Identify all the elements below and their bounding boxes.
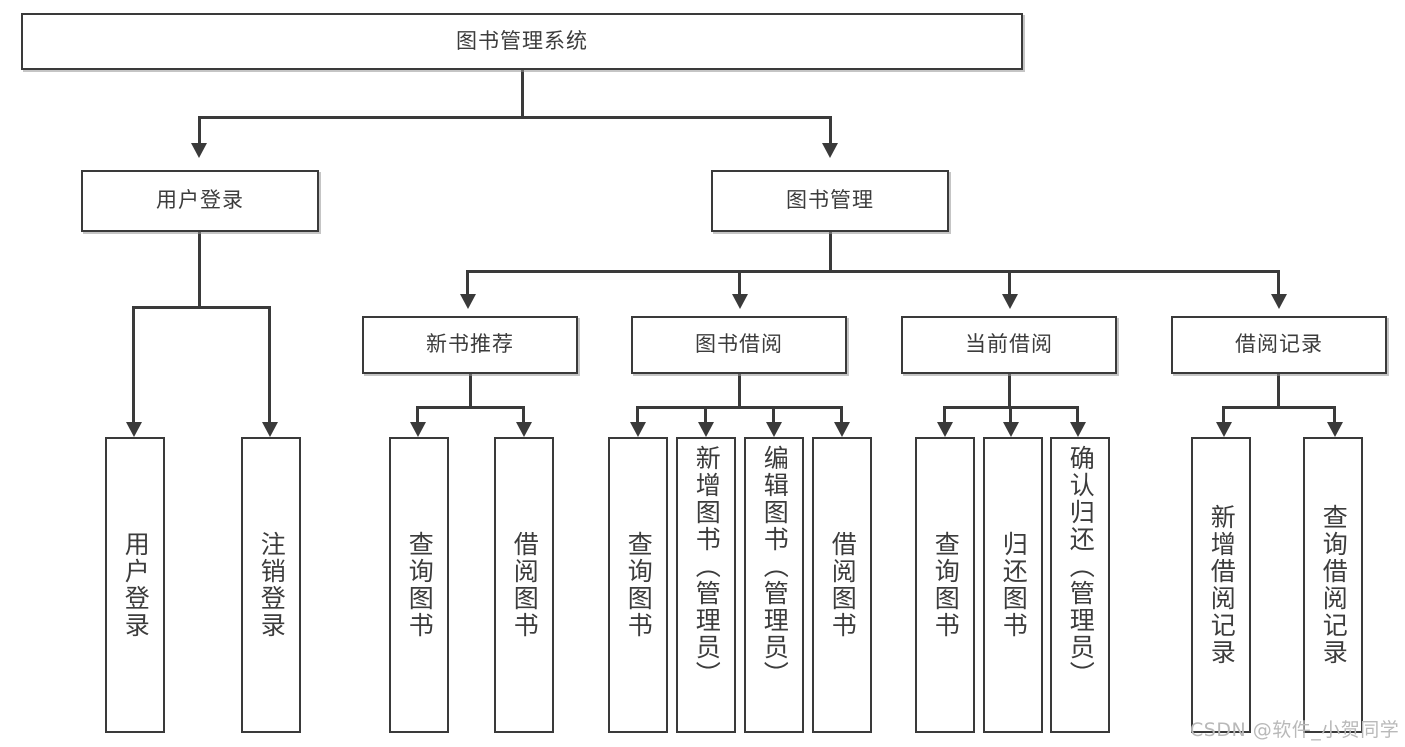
arrowhead-current-leaf-0 xyxy=(937,422,953,437)
connector-new-book-leaf-1 xyxy=(522,406,525,428)
arrowhead-borrow-leaf-1 xyxy=(698,422,714,437)
connector-records-stem xyxy=(1277,374,1280,408)
arrowhead-records-leaf-0 xyxy=(1216,422,1232,437)
leaf-borrow-1[interactable]: 新增图书（管理员） xyxy=(676,437,736,733)
arrowhead-records xyxy=(1271,294,1287,309)
arrowhead-current-leaf-1 xyxy=(1003,422,1019,437)
node-book-management[interactable]: 图书管理 xyxy=(711,170,949,232)
leaf-current-2[interactable]: 确认归还（管理员） xyxy=(1050,437,1110,733)
arrowhead-new-book-leaf-1 xyxy=(516,422,532,437)
connector-root-bus xyxy=(198,116,832,119)
connector-borrow-leaf-0 xyxy=(636,406,639,428)
connector-root-to-book-mgmt xyxy=(829,116,832,146)
arrowhead-current xyxy=(1002,294,1018,309)
connector-user-login-bus xyxy=(132,306,268,309)
connector-current-leaf-2 xyxy=(1076,406,1079,428)
node-root[interactable]: 图书管理系统 xyxy=(21,13,1023,70)
leaf-borrow-3-label: 借阅图书 xyxy=(828,531,858,639)
connector-book-mgmt-to-records xyxy=(1277,270,1280,297)
connector-new-book-stem xyxy=(469,374,472,408)
connector-user-login-leaf-0 xyxy=(132,306,135,428)
leaf-user-login-0-label: 用户登录 xyxy=(121,531,151,639)
leaf-records-1[interactable]: 查询借阅记录 xyxy=(1303,437,1363,733)
connector-current-leaf-1 xyxy=(1009,406,1012,428)
connector-book-mgmt-stem xyxy=(829,232,832,272)
connector-root-to-user-login xyxy=(198,116,201,146)
connector-borrow-leaf-1 xyxy=(704,406,707,428)
arrowhead-records-leaf-1 xyxy=(1327,422,1343,437)
connector-book-mgmt-bus xyxy=(466,270,1280,273)
connector-user-login-leaf-1 xyxy=(268,306,271,428)
arrowhead-borrow-leaf-2 xyxy=(766,422,782,437)
arrowhead-user-login xyxy=(191,143,207,158)
leaf-new-book-1[interactable]: 借阅图书 xyxy=(494,437,554,733)
connector-current-stem xyxy=(1008,374,1011,408)
connector-borrow-leaf-3 xyxy=(840,406,843,428)
connector-current-leaf-0 xyxy=(943,406,946,428)
connector-records-bus xyxy=(1222,406,1336,409)
node-book-borrow-label: 图书借阅 xyxy=(695,332,783,357)
leaf-user-login-1-label: 注销登录 xyxy=(257,531,287,639)
connector-borrow-stem xyxy=(738,374,741,408)
arrowhead-book-mgmt xyxy=(822,143,838,158)
leaf-user-login-0[interactable]: 用户登录 xyxy=(105,437,165,733)
connector-borrow-bus xyxy=(636,406,843,409)
arrowhead-current-leaf-2 xyxy=(1070,422,1086,437)
leaf-borrow-2[interactable]: 编辑图书（管理员） xyxy=(744,437,804,733)
leaf-current-1-label: 归还图书 xyxy=(999,531,1029,639)
leaf-borrow-2-label: 编辑图书（管理员） xyxy=(760,445,790,688)
arrowhead-new-book xyxy=(460,294,476,309)
node-user-login[interactable]: 用户登录 xyxy=(81,170,319,232)
node-book-borrow[interactable]: 图书借阅 xyxy=(631,316,847,374)
node-book-management-label: 图书管理 xyxy=(786,188,874,213)
leaf-current-0[interactable]: 查询图书 xyxy=(915,437,975,733)
node-user-login-label: 用户登录 xyxy=(156,188,244,213)
leaf-new-book-1-label: 借阅图书 xyxy=(510,531,540,639)
leaf-borrow-3[interactable]: 借阅图书 xyxy=(812,437,872,733)
leaf-new-book-0[interactable]: 查询图书 xyxy=(389,437,449,733)
connector-book-mgmt-to-borrow xyxy=(738,270,741,297)
connector-new-book-leaf-0 xyxy=(416,406,419,428)
leaf-current-1[interactable]: 归还图书 xyxy=(983,437,1043,733)
leaf-current-2-label: 确认归还（管理员） xyxy=(1066,445,1096,688)
arrowhead-borrow xyxy=(732,294,748,309)
arrowhead-user-login-leaf-0 xyxy=(126,422,142,437)
connector-new-book-bus xyxy=(416,406,525,409)
node-root-label: 图书管理系统 xyxy=(456,28,588,53)
leaf-current-0-label: 查询图书 xyxy=(931,531,961,639)
connector-root-stem xyxy=(521,70,524,118)
leaf-borrow-0[interactable]: 查询图书 xyxy=(608,437,668,733)
leaf-user-login-1[interactable]: 注销登录 xyxy=(241,437,301,733)
node-new-book-recommend-label: 新书推荐 xyxy=(426,332,514,357)
connector-book-mgmt-to-current xyxy=(1008,270,1011,297)
leaf-records-0-label: 新增借阅记录 xyxy=(1207,504,1237,666)
node-current-borrow[interactable]: 当前借阅 xyxy=(901,316,1117,374)
node-new-book-recommend[interactable]: 新书推荐 xyxy=(362,316,578,374)
arrowhead-borrow-leaf-0 xyxy=(630,422,646,437)
leaf-records-0[interactable]: 新增借阅记录 xyxy=(1191,437,1251,733)
arrowhead-new-book-leaf-0 xyxy=(410,422,426,437)
connector-user-login-stem xyxy=(198,232,201,308)
node-current-borrow-label: 当前借阅 xyxy=(965,332,1053,357)
connector-records-leaf-1 xyxy=(1333,406,1336,428)
connector-book-mgmt-to-new-book xyxy=(466,270,469,297)
leaf-borrow-0-label: 查询图书 xyxy=(624,531,654,639)
connector-records-leaf-0 xyxy=(1222,406,1225,428)
node-borrow-records-label: 借阅记录 xyxy=(1235,332,1323,357)
connector-borrow-leaf-2 xyxy=(772,406,775,428)
leaf-new-book-0-label: 查询图书 xyxy=(405,531,435,639)
arrowhead-user-login-leaf-1 xyxy=(262,422,278,437)
arrowhead-borrow-leaf-3 xyxy=(834,422,850,437)
node-borrow-records[interactable]: 借阅记录 xyxy=(1171,316,1387,374)
leaf-records-1-label: 查询借阅记录 xyxy=(1319,504,1349,666)
leaf-borrow-1-label: 新增图书（管理员） xyxy=(692,445,722,688)
